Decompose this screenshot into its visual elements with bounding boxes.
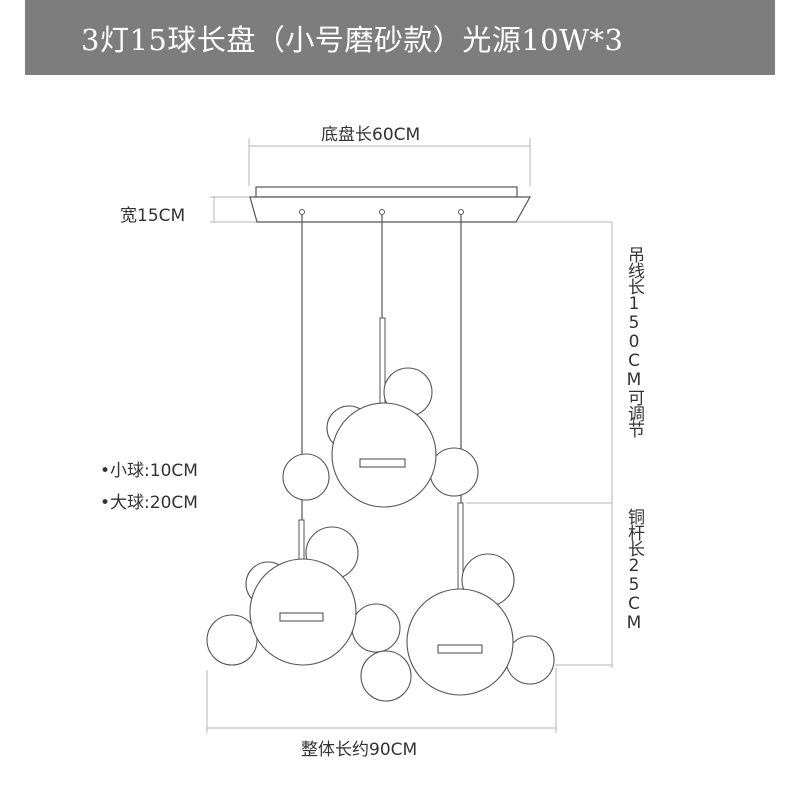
base-plate-body xyxy=(249,196,532,223)
cluster-middle xyxy=(282,367,479,508)
cable-length-label: 吊线长150CM可调节 xyxy=(624,246,644,437)
large-ball xyxy=(406,588,514,696)
small-ball xyxy=(351,603,401,653)
small-ball xyxy=(360,650,412,702)
lamp-body xyxy=(359,458,406,468)
cluster-right xyxy=(360,553,555,702)
dimension-lines xyxy=(206,138,613,733)
cable-hooks xyxy=(299,209,464,215)
overall-length-label: 整体长约90CM xyxy=(301,740,418,760)
lamp-body xyxy=(437,644,483,654)
rod-length-label: 铜杆长25CM xyxy=(624,508,644,632)
width-label: 宽15CM xyxy=(120,206,186,226)
ceiling-base xyxy=(249,186,532,223)
hook-left xyxy=(299,209,305,215)
large-ball xyxy=(249,558,357,666)
hook-middle xyxy=(379,209,385,215)
base-plate-top xyxy=(255,186,518,198)
base-length-label: 底盘长60CM xyxy=(321,125,421,145)
small-ball xyxy=(429,447,479,497)
hook-right xyxy=(458,209,464,215)
small-ball xyxy=(282,453,330,501)
large-ball xyxy=(331,402,437,508)
large-ball-legend: •大球:20CM xyxy=(100,493,198,513)
header-banner: 3灯15球长盘（小号磨砂款）光源10W*3 xyxy=(25,0,775,75)
product-title: 3灯15球长盘（小号磨砂款）光源10W*3 xyxy=(81,22,624,57)
small-ball-legend: •小球:10CM xyxy=(100,461,198,481)
small-ball xyxy=(206,614,258,666)
cluster-left xyxy=(206,526,401,666)
lamp-body xyxy=(279,612,324,622)
